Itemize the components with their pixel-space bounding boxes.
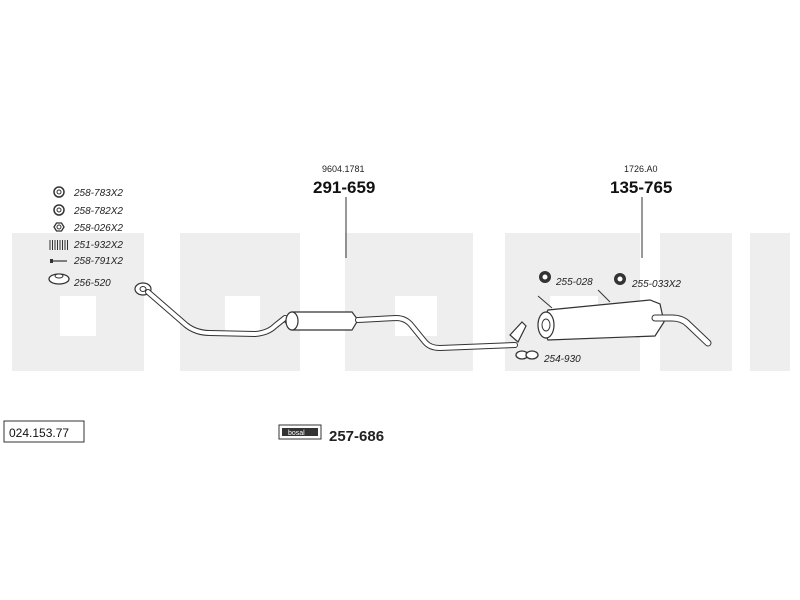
rear-fitting-label: 255-028 bbox=[555, 277, 593, 288]
rubber-hanger-icon bbox=[539, 271, 551, 283]
middle-silencer-ref: 9604.1781 bbox=[322, 164, 365, 174]
front-pipe-parts: 258-783X2 258-782X2 258-026X2 251-932X2 … bbox=[48, 186, 123, 289]
catalog-number: 024.153.77 bbox=[9, 426, 69, 440]
nut-icon bbox=[53, 222, 65, 232]
rear-fitting-label: 255-033X2 bbox=[631, 279, 681, 290]
fitting-label: 256-520 bbox=[73, 278, 111, 289]
catalog-number-box: 024.153.77 bbox=[3, 420, 85, 443]
middle-silencer-part-number: 291-659 bbox=[313, 178, 375, 197]
fitting-label: 258-791X2 bbox=[73, 256, 123, 267]
rubber-hanger-icon bbox=[614, 273, 626, 285]
spring-icon bbox=[49, 240, 68, 250]
fitting-label: 258-783X2 bbox=[73, 188, 123, 199]
fitting-label: 258-782X2 bbox=[73, 206, 123, 217]
mounting-kit: bosal 257-686 bbox=[278, 424, 384, 445]
rear-silencer-part-number: 135-765 bbox=[610, 178, 672, 197]
mounting-kit-part-number: 257-686 bbox=[329, 428, 384, 445]
rear-parts: 255-028 255-033X2 254-930 bbox=[515, 271, 681, 365]
fitting-label: 251-932X2 bbox=[73, 240, 123, 251]
middle-silencer bbox=[284, 311, 527, 352]
ring-icon bbox=[53, 186, 65, 198]
bosal-kit-icon: bosal bbox=[278, 424, 322, 440]
bolt-icon bbox=[50, 259, 67, 263]
rear-silencer bbox=[537, 289, 712, 347]
clamp-icon bbox=[515, 350, 539, 360]
front-pipe bbox=[134, 282, 288, 338]
gasket-icon bbox=[48, 273, 70, 285]
rear-fitting-label: 254-930 bbox=[543, 354, 581, 365]
kit-brand-label: bosal bbox=[288, 430, 305, 437]
ring-icon bbox=[53, 204, 65, 216]
fitting-label: 258-026X2 bbox=[73, 223, 123, 234]
rear-silencer-ref: 1726.A0 bbox=[624, 164, 658, 174]
